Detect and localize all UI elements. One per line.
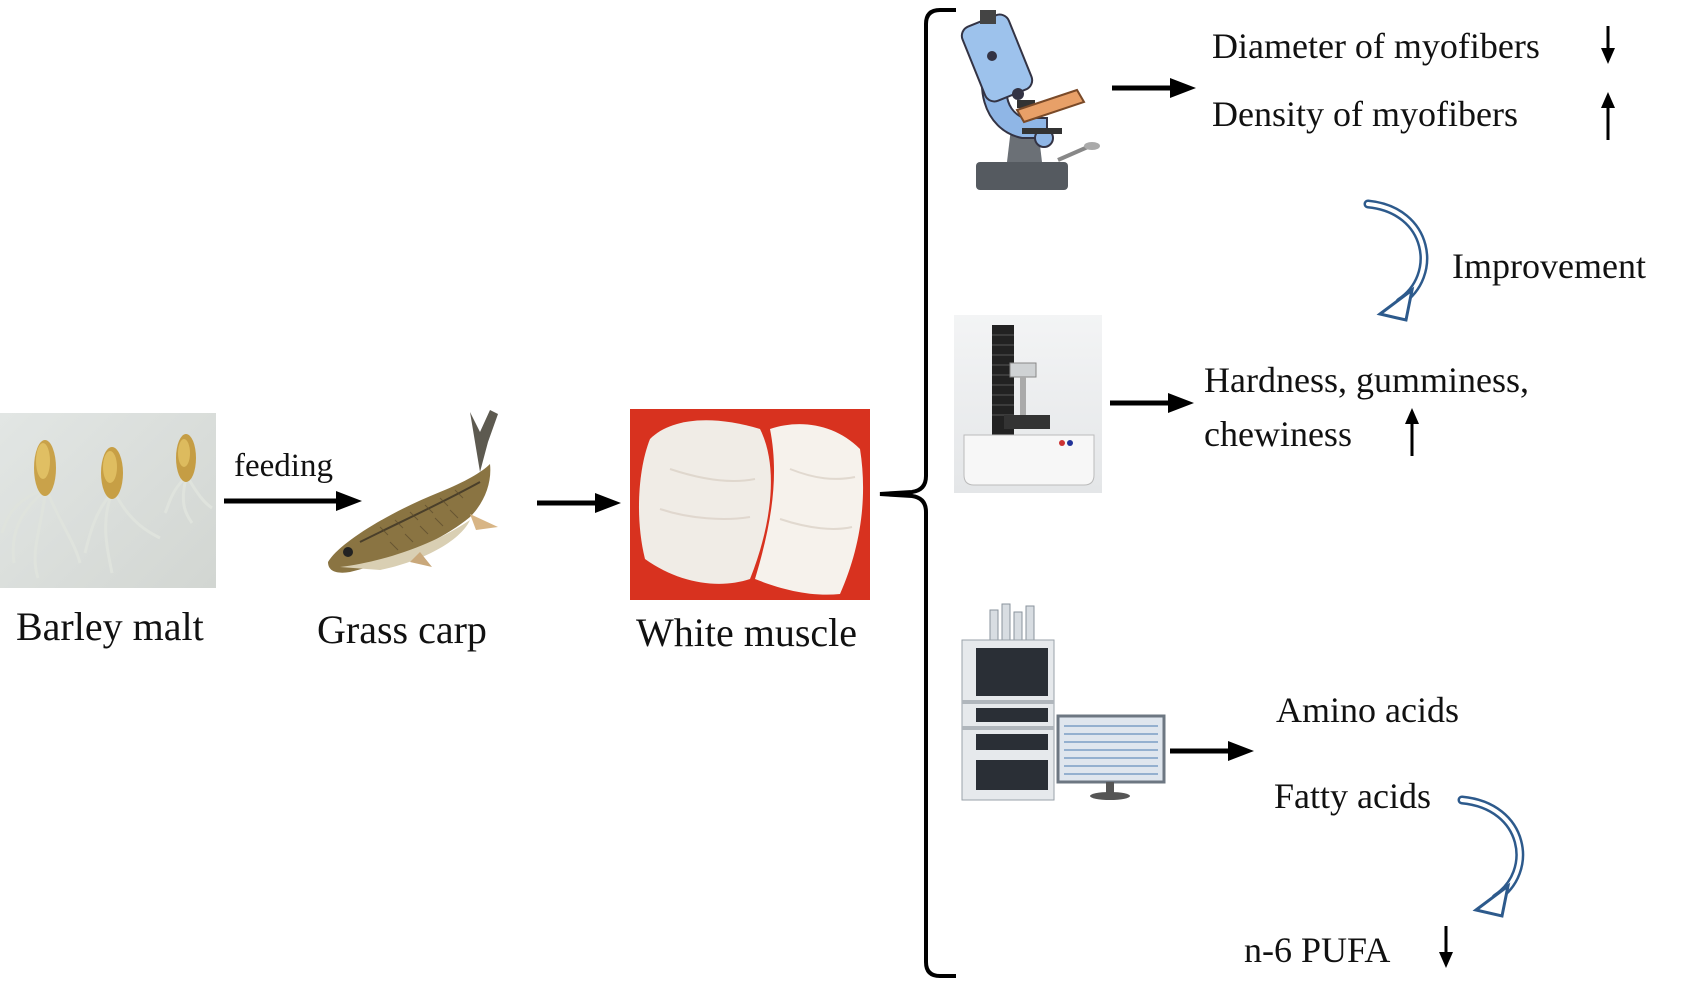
grass-carp-image xyxy=(328,410,498,573)
pufa-down-arrow-icon xyxy=(1439,926,1453,968)
improvement-curved-arrow xyxy=(1363,199,1429,322)
microscope-icon xyxy=(960,10,1100,190)
up-arrow-icon xyxy=(1601,92,1615,140)
feeding-arrow xyxy=(224,491,362,511)
down-arrow-icon xyxy=(1601,26,1615,64)
carp-to-muscle-arrow xyxy=(537,493,621,513)
hplc-instrument-icon xyxy=(961,603,1166,801)
texture-arrow xyxy=(1110,393,1194,413)
white-muscle-photo xyxy=(630,409,870,600)
white-muscle-label: White muscle xyxy=(636,610,858,655)
curly-brace xyxy=(879,8,956,978)
hplc-arrow xyxy=(1170,741,1254,761)
texture-analyzer-icon xyxy=(954,315,1102,493)
chewiness-label: chewiness xyxy=(1204,414,1352,454)
microscopy-arrow xyxy=(1112,78,1196,98)
grass-carp-label: Grass carp xyxy=(317,607,487,652)
improvement-label: Improvement xyxy=(1452,246,1646,286)
pufa-label: n-6 PUFA xyxy=(1244,930,1391,970)
density-label: Density of myofibers xyxy=(1212,94,1518,134)
fatty-acids-curved-arrow xyxy=(1457,795,1525,918)
amino-acids-label: Amino acids xyxy=(1276,690,1459,730)
texture-up-arrow-icon xyxy=(1405,408,1419,456)
diameter-label: Diameter of myofibers xyxy=(1212,26,1540,66)
barley-malt-photo xyxy=(0,413,216,588)
hardness-label: Hardness, gumminess, xyxy=(1204,360,1529,400)
fatty-acids-label: Fatty acids xyxy=(1274,776,1431,816)
feeding-label: feeding xyxy=(234,448,333,484)
barley-malt-label: Barley malt xyxy=(16,604,204,649)
